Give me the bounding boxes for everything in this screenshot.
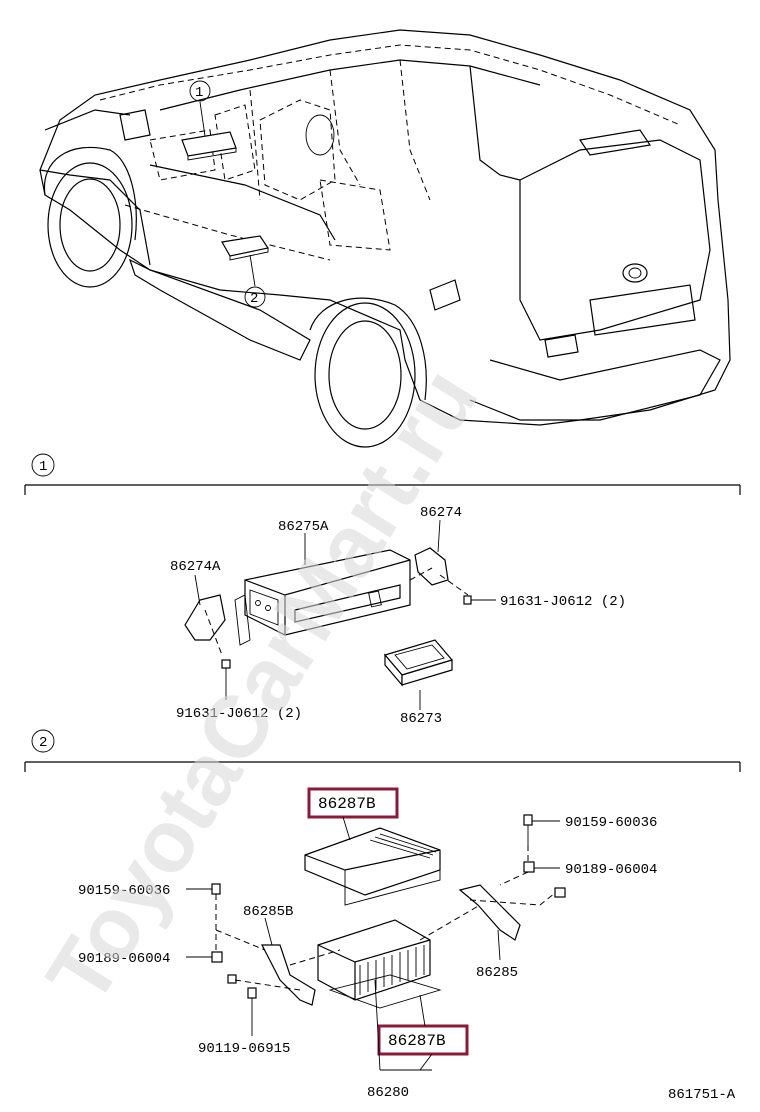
module-86273 xyxy=(383,639,454,687)
label-86280: 86280 xyxy=(367,1085,409,1101)
nut-right-icon xyxy=(523,861,560,873)
bolt-bottom-icon xyxy=(247,987,257,1036)
label-90159-60036-right: 90159-60036 xyxy=(565,815,657,831)
label-86287B-top: 86287B xyxy=(318,795,376,813)
bolt-small-icon xyxy=(227,887,566,984)
cover-86287B xyxy=(304,827,441,906)
bracket-86274 xyxy=(414,547,449,586)
bolt-top-right-icon xyxy=(523,814,560,845)
diagram-code: 861751-A xyxy=(668,1087,736,1103)
highlight-86287B-top xyxy=(307,787,399,819)
callout-2-label: 2 xyxy=(250,291,258,307)
label-86275A: 86275A xyxy=(278,519,329,535)
label-86273: 86273 xyxy=(400,711,442,727)
label-86285B: 86285B xyxy=(243,904,293,920)
bracket-86274A xyxy=(184,594,226,641)
section-1 xyxy=(24,453,741,710)
callout-1-label: 1 xyxy=(195,85,203,101)
section-2 xyxy=(24,729,741,1071)
bracket-86285 xyxy=(458,884,521,941)
vehicle-illustration xyxy=(39,29,731,448)
screw-right-icon xyxy=(463,595,496,605)
label-90159-60036-left: 90159-60036 xyxy=(78,883,170,899)
label-91631-J0612-left: 91631-J0612 (2) xyxy=(176,706,302,722)
label-86274A: 86274A xyxy=(170,559,221,575)
label-91631-J0612-right: 91631-J0612 (2) xyxy=(500,594,626,610)
label-86285: 86285 xyxy=(476,965,518,981)
label-86274: 86274 xyxy=(420,505,462,521)
label-90119-06915: 90119-06915 xyxy=(198,1041,290,1057)
bracket-86285B xyxy=(261,944,316,1006)
screw-left-icon xyxy=(221,659,231,700)
section-1-number: 1 xyxy=(39,459,47,475)
label-90189-06004-right: 90189-06004 xyxy=(565,862,657,878)
nut-left-icon xyxy=(186,951,223,963)
label-90189-06004-left: 90189-06004 xyxy=(78,951,170,967)
label-86287B-bottom: 86287B xyxy=(388,1032,446,1050)
amplifier-86280 xyxy=(317,919,442,1009)
highlight-86287B-bottom xyxy=(377,1024,469,1056)
cd-changer-86275A xyxy=(244,549,411,636)
section-2-number: 2 xyxy=(39,735,47,751)
